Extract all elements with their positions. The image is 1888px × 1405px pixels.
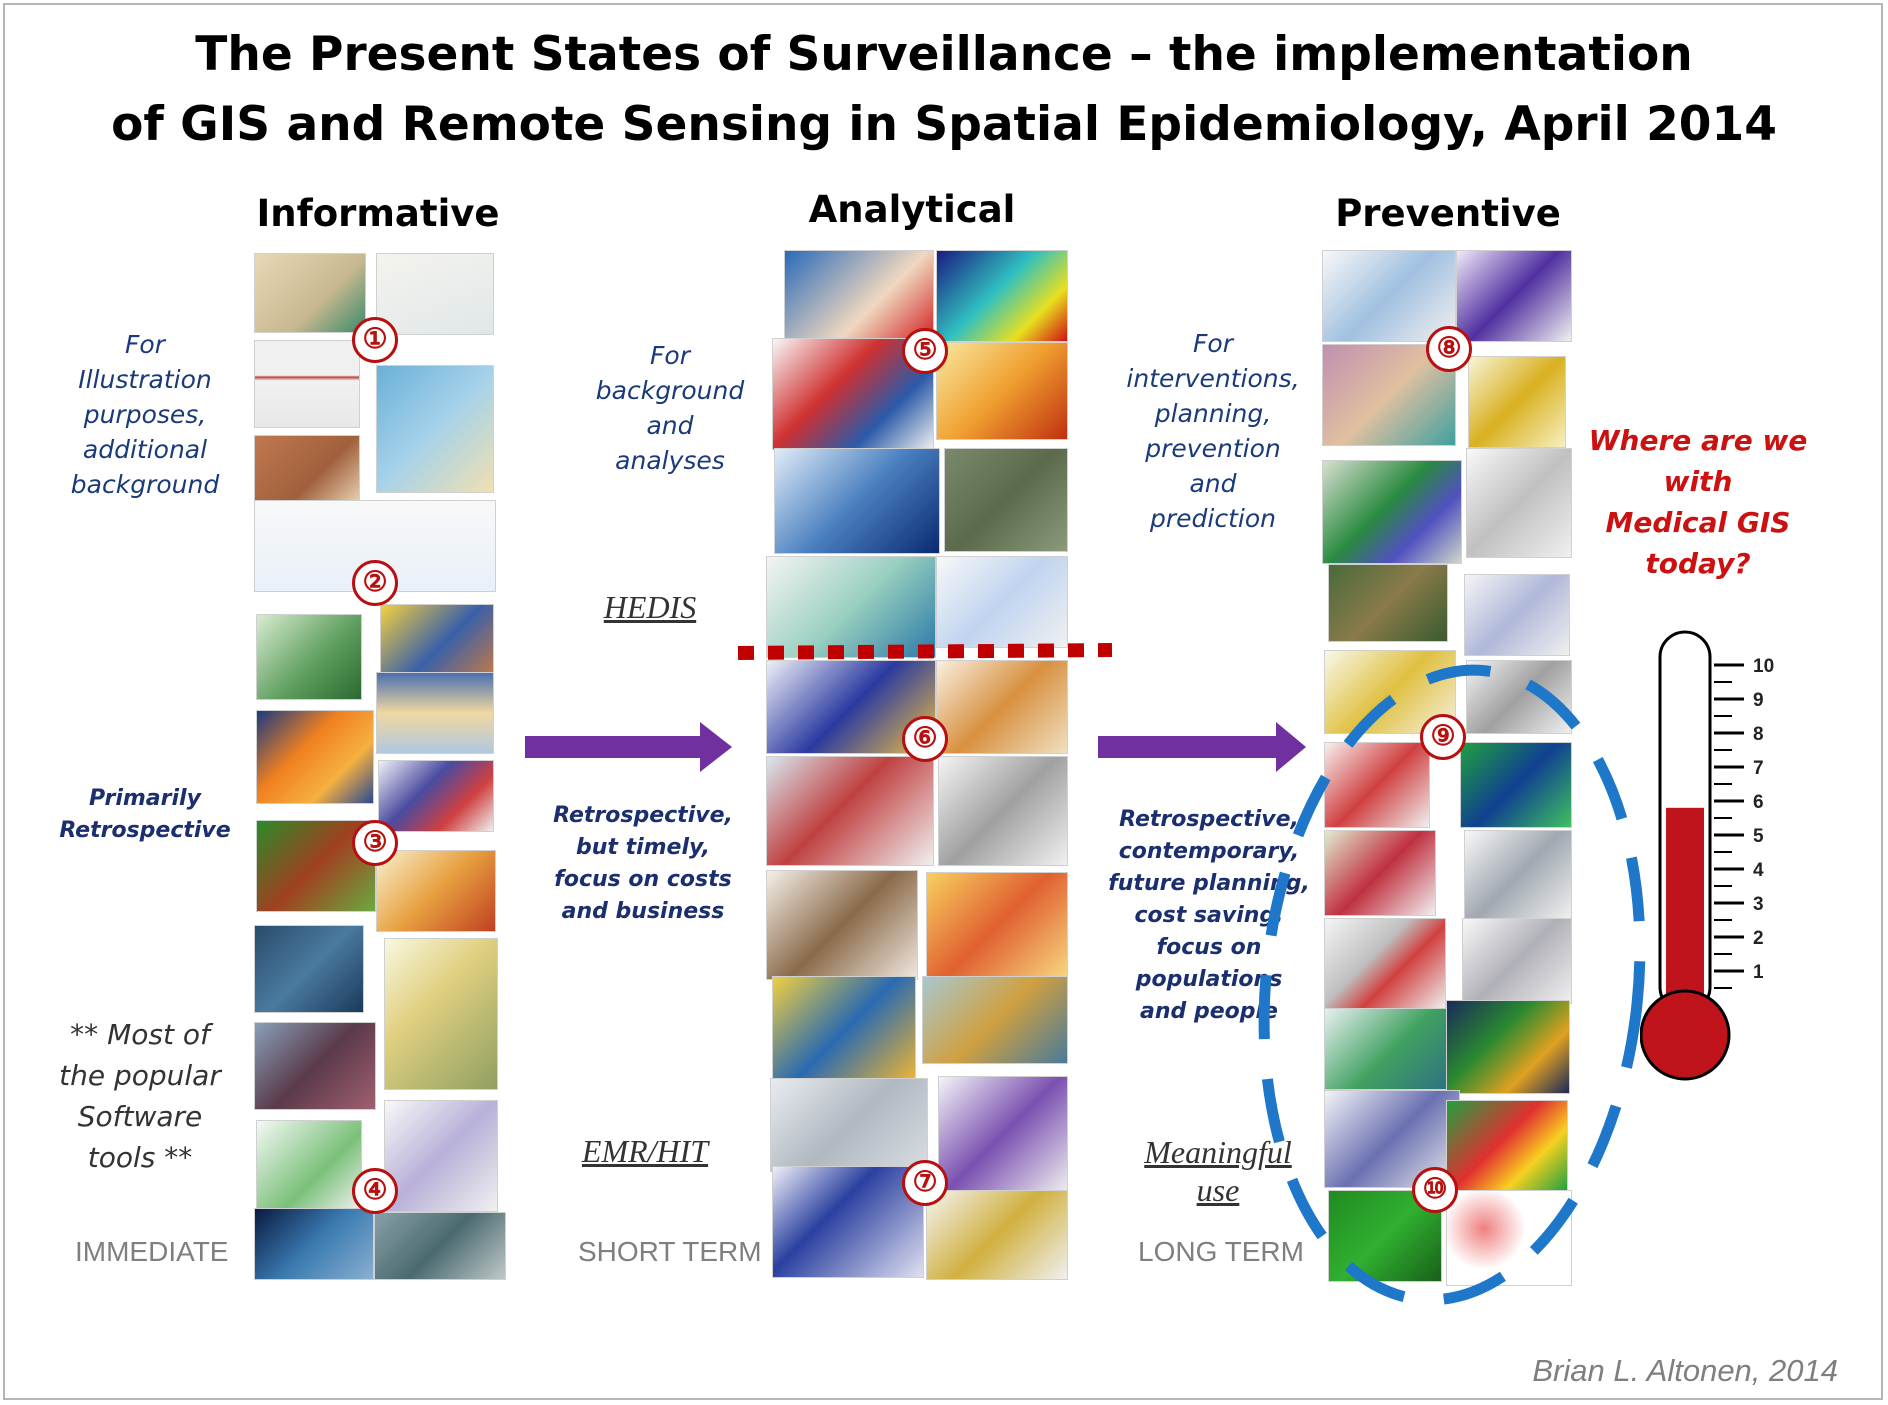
marker-4: ④ bbox=[352, 1168, 398, 1214]
author-credit: Brian L. Altonen, 2014 bbox=[1532, 1353, 1838, 1388]
analytical-note-retrospective: Retrospective, but timely, focus on cost… bbox=[553, 803, 733, 924]
scale-label: 5 bbox=[1753, 826, 1764, 847]
map-thumbnail bbox=[1328, 564, 1448, 642]
scale-label: 6 bbox=[1753, 792, 1764, 813]
map-thumbnail bbox=[1446, 1100, 1568, 1192]
map-thumbnail bbox=[384, 1100, 498, 1212]
scale-label: 2 bbox=[1753, 928, 1764, 949]
map-thumbnail bbox=[256, 1120, 362, 1210]
map-thumbnail bbox=[1468, 356, 1566, 448]
informative-note-purpose: For Illustration purposes, additional ba… bbox=[70, 330, 220, 499]
map-thumbnail bbox=[1324, 1008, 1466, 1090]
map-thumbnail bbox=[1466, 448, 1572, 558]
scale-label: 4 bbox=[1753, 860, 1764, 881]
hedis-divider-line bbox=[737, 643, 1113, 660]
scale-label: 3 bbox=[1753, 894, 1764, 915]
label-hedis: HEDIS bbox=[603, 589, 697, 625]
scale-label: 10 bbox=[1753, 656, 1774, 677]
thermometer: 10 9 8 7 6 5 4 3 2 1 bbox=[1640, 630, 1774, 1081]
map-thumbnail bbox=[374, 1212, 506, 1280]
marker-7: ⑦ bbox=[902, 1160, 948, 1206]
map-thumbnail bbox=[1324, 830, 1436, 916]
analytical-note-purpose: For background and analyses bbox=[595, 341, 745, 475]
map-thumbnail bbox=[254, 925, 364, 1013]
marker-10: ⑩ bbox=[1412, 1167, 1458, 1213]
map-thumbnail bbox=[378, 760, 494, 832]
map-thumbnail bbox=[936, 556, 1068, 648]
map-thumbnail bbox=[926, 872, 1068, 980]
map-thumbnail bbox=[254, 340, 360, 428]
arrow-informative-to-analytical bbox=[525, 722, 732, 772]
informative-note-retrospective: Primarily Retrospective bbox=[59, 786, 231, 843]
thermometer-scale: 10 9 8 7 6 5 4 3 2 1 bbox=[1714, 656, 1774, 989]
map-thumbnail bbox=[1322, 460, 1462, 564]
map-thumbnail bbox=[944, 448, 1068, 552]
map-thumbnail bbox=[1322, 250, 1456, 342]
map-thumbnail bbox=[384, 938, 498, 1090]
scale-label: 8 bbox=[1753, 724, 1764, 745]
scale-label: 9 bbox=[1753, 690, 1764, 711]
map-thumbnail bbox=[936, 250, 1068, 342]
stage-immediate: IMMEDIATE bbox=[75, 1236, 229, 1267]
map-thumbnail bbox=[376, 253, 494, 335]
slide-frame bbox=[3, 3, 1883, 1400]
map-thumbnail bbox=[256, 710, 374, 804]
map-thumbnail bbox=[766, 756, 934, 866]
map-thumbnail bbox=[254, 1022, 376, 1110]
map-thumbnail bbox=[254, 1208, 374, 1280]
marker-1: ① bbox=[352, 317, 398, 363]
thermometer-fill bbox=[1666, 807, 1704, 1015]
preventive-note-retrospective: Retrospective, contemporary, future plan… bbox=[1108, 807, 1310, 1024]
stage-short-term: SHORT TERM bbox=[578, 1236, 762, 1267]
marker-6: ⑥ bbox=[902, 716, 948, 762]
title-line-2: of GIS and Remote Sensing in Spatial Epi… bbox=[111, 97, 1777, 152]
thermometer-bulb bbox=[1640, 989, 1731, 1081]
heading-analytical: Analytical bbox=[808, 188, 1016, 231]
map-thumbnail bbox=[1462, 918, 1572, 1004]
map-thumbnail bbox=[766, 556, 936, 658]
arrow-analytical-to-preventive bbox=[1098, 722, 1306, 772]
map-thumbnail bbox=[770, 1078, 928, 1172]
scale-label: 7 bbox=[1753, 758, 1764, 779]
marker-9: ⑨ bbox=[1420, 714, 1466, 760]
map-thumbnail bbox=[772, 976, 916, 1086]
map-thumbnail bbox=[936, 342, 1068, 440]
stage-long-term: LONG TERM bbox=[1138, 1236, 1304, 1267]
label-emr-hit: EMR/HIT bbox=[581, 1133, 709, 1169]
future-focus-ellipse bbox=[1258, 664, 1646, 1306]
label-meaningful-use: Meaningful use bbox=[1144, 1134, 1292, 1208]
map-thumbnail bbox=[926, 1190, 1068, 1280]
map-thumbnail bbox=[1324, 742, 1430, 828]
map-thumbnail bbox=[772, 1166, 924, 1278]
map-thumbnail bbox=[256, 614, 362, 700]
heading-informative: Informative bbox=[256, 192, 500, 235]
map-thumbnail bbox=[936, 660, 1068, 754]
map-thumbnail bbox=[254, 253, 366, 333]
scale-label: 1 bbox=[1753, 962, 1764, 983]
map-thumbnail bbox=[1456, 250, 1572, 342]
question-medical-gis: Where are we with Medical GIS today? bbox=[1588, 424, 1808, 580]
marker-2: ② bbox=[352, 560, 398, 606]
marker-3: ③ bbox=[352, 820, 398, 866]
map-thumbnail bbox=[766, 870, 918, 980]
map-thumbnail bbox=[376, 850, 496, 932]
map-thumbnail bbox=[774, 448, 940, 554]
marker-8: ⑧ bbox=[1426, 326, 1472, 372]
map-thumbnail bbox=[1464, 574, 1570, 656]
map-thumbnail bbox=[1446, 1000, 1570, 1094]
map-thumbnail bbox=[376, 672, 494, 754]
informative-note-software: ** Most of the popular Software tools ** bbox=[59, 1018, 221, 1174]
map-thumbnail bbox=[938, 756, 1068, 866]
map-thumbnail bbox=[922, 976, 1068, 1064]
marker-5: ⑤ bbox=[902, 328, 948, 374]
map-thumbnail bbox=[376, 365, 494, 493]
map-thumbnail bbox=[1460, 742, 1572, 828]
title-line-1: The Present States of Surveillance – the… bbox=[195, 27, 1693, 82]
map-thumbnail bbox=[938, 1076, 1068, 1194]
preventive-note-purpose: For interventions, planning, prevention … bbox=[1126, 329, 1300, 533]
heading-preventive: Preventive bbox=[1335, 192, 1561, 235]
